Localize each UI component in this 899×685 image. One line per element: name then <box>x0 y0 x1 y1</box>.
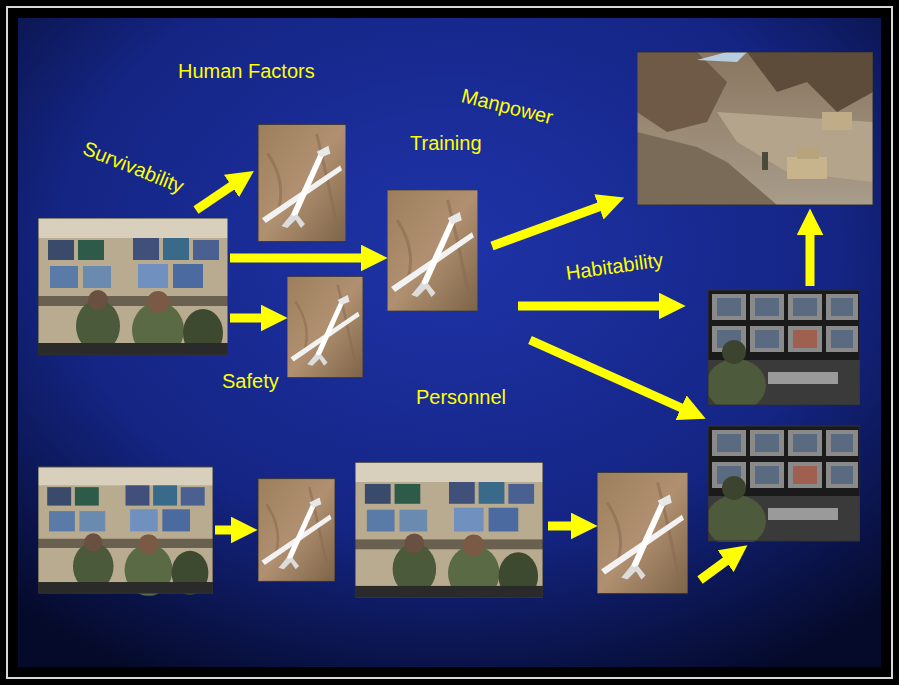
arrow <box>548 522 576 531</box>
drone-photo <box>258 479 335 582</box>
drone-photo <box>258 124 346 241</box>
drone-photo <box>387 190 478 311</box>
arrows <box>196 183 810 580</box>
arrow <box>530 340 686 410</box>
category-label: Manpower <box>459 84 555 128</box>
arrow <box>215 526 236 535</box>
category-label: Safety <box>222 370 279 392</box>
category-label: Habitability <box>564 248 664 283</box>
photos <box>38 52 873 601</box>
arrow <box>806 230 815 286</box>
category-label: Human Factors <box>178 60 315 82</box>
monitor-photo <box>706 426 860 547</box>
arrow <box>700 558 730 580</box>
drone-photo <box>287 276 363 377</box>
drone-photo <box>597 472 688 593</box>
arrow <box>196 183 236 210</box>
blue-ground <box>18 18 881 667</box>
arrow <box>492 205 604 246</box>
control-station-photo <box>38 467 213 596</box>
category-label: Training <box>410 132 482 154</box>
category-label: Survivability <box>80 137 187 197</box>
frame-line <box>7 7 892 678</box>
monitor-photo <box>706 290 860 411</box>
control-station-photo <box>38 218 228 358</box>
arrow <box>230 314 266 323</box>
arrow <box>518 302 664 311</box>
category-label: Personnel <box>416 386 506 408</box>
control-station-photo <box>355 462 543 601</box>
terrain-photo <box>637 52 873 205</box>
arrow <box>230 254 366 263</box>
